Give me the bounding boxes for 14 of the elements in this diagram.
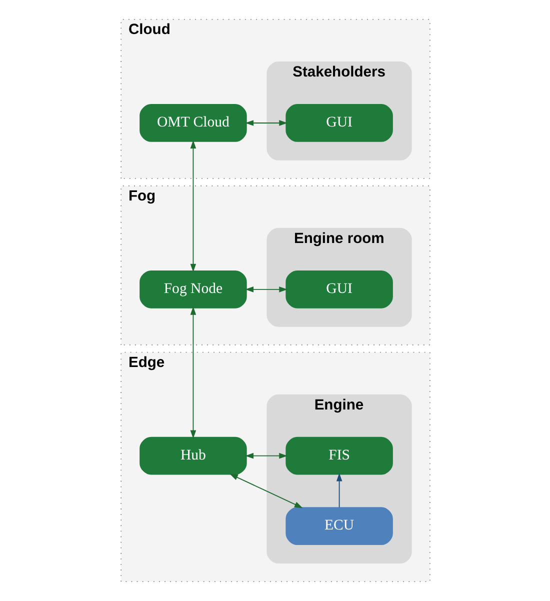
arrow — [336, 472, 342, 508]
node-box: GUI — [285, 104, 392, 142]
node-box: FIS — [285, 436, 392, 475]
arrow — [229, 474, 302, 508]
node-box: Hub — [139, 436, 246, 475]
node-box: Fog Node — [139, 270, 246, 308]
arrow — [190, 140, 196, 272]
arrow — [190, 306, 196, 439]
arrow — [244, 286, 287, 292]
arrow — [244, 452, 287, 459]
node-box: ECU — [285, 507, 392, 546]
node-box: GUI — [285, 270, 392, 308]
arrow — [244, 120, 287, 126]
node-box: OMT Cloud — [139, 104, 246, 142]
